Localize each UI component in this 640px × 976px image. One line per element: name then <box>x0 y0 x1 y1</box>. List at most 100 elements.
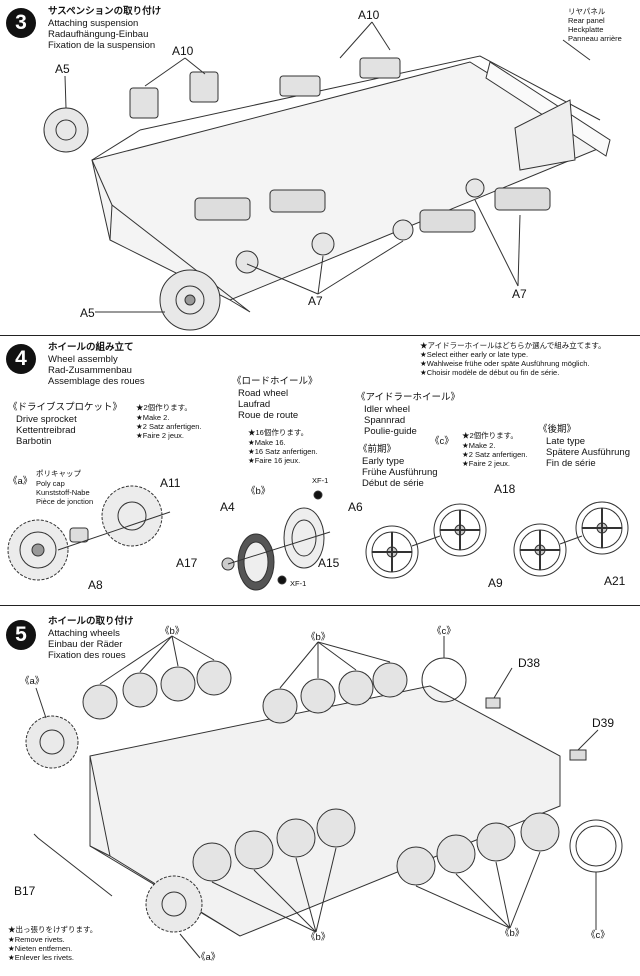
part-label-a5-bottom: A5 <box>80 306 95 320</box>
paint-label-xf1-top: XF-1 <box>312 476 329 485</box>
paint-label-xf1-bottom: XF-1 <box>290 579 307 588</box>
make-16-en: ★Make 16. <box>248 438 286 447</box>
step-5-panel: 5 ホイールの取り付け Attaching wheels Einbau der … <box>0 606 640 976</box>
step-title-jp: ホイールの組み立て <box>48 342 134 353</box>
make-16-jp: ★16個作ります。 <box>248 428 309 437</box>
step-title-fr: Fixation des roues <box>48 650 126 661</box>
make-2-en: ★Make 2. <box>136 413 170 422</box>
step-title-de: Radaufhängung-Einbau <box>48 29 149 40</box>
make-2-jp: ★2個作ります。 <box>136 403 192 412</box>
marker-b-bottom-right: 《b》 <box>500 928 525 939</box>
step-title-jp: ホイールの取り付け <box>48 616 134 627</box>
part-label-a6: A6 <box>348 500 363 514</box>
rear-panel-fr: Panneau arrière <box>568 34 622 43</box>
part-label-a10-left: A10 <box>172 44 194 58</box>
make-2-de: ★2 Satz anfertigen. <box>136 422 202 431</box>
late-type-jp: 《後期》 <box>538 424 577 435</box>
part-label-d38: D38 <box>518 656 541 670</box>
part-label-a21: A21 <box>604 574 626 588</box>
remove-rivets-de: ★Nieten entfernen. <box>8 944 73 953</box>
marker-b-top-mid: 《b》 <box>306 632 331 643</box>
step-title-fr: Fixation de la suspension <box>48 40 156 51</box>
part-label-a7-right: A7 <box>512 287 527 301</box>
poly-cap-fr: Pièce de jonction <box>36 497 94 506</box>
step-4-panel: 4 ホイールの組み立て Wheel assembly Rad-Zusammenb… <box>0 336 640 606</box>
early-type-jp: 《前期》 <box>358 444 397 455</box>
idler-wheel-fr: Poulie-guide <box>364 426 417 437</box>
road-wheel-de: Laufrad <box>238 399 271 410</box>
poly-cap-de: Kunststoff-Nabe <box>36 488 90 497</box>
drive-sprocket-en: Drive sprocket <box>16 414 77 425</box>
part-label-b17: B17 <box>14 884 36 898</box>
idler-wheel-en: Idler wheel <box>364 404 410 415</box>
step-title-de: Einbau der Räder <box>48 639 123 650</box>
marker-a-bottom: 《a》 <box>196 952 221 963</box>
idler-note-de: ★Wahlweise frühe oder späte Ausführung m… <box>420 359 590 368</box>
late-type-de: Spätere Ausführung <box>546 447 630 458</box>
poly-cap-en: Poly cap <box>36 479 65 488</box>
step-number-badge: 3 <box>6 8 36 38</box>
part-label-a8: A8 <box>88 578 103 592</box>
make-16-fr: ★Faire 16 jeux. <box>248 456 301 465</box>
step-title-en: Wheel assembly <box>48 354 118 365</box>
part-label-a17: A17 <box>176 556 198 570</box>
poly-cap-jp: ポリキャップ <box>36 469 81 478</box>
late-type-en: Late type <box>546 436 586 447</box>
drive-sprocket-de: Kettentreibrad <box>16 425 76 436</box>
step-title-de: Rad-Zusammenbau <box>48 365 132 376</box>
marker-c-bottom: 《c》 <box>586 930 610 941</box>
marker-a: 《a》 <box>8 476 33 487</box>
make-2-c-en: ★Make 2. <box>462 441 496 450</box>
part-label-a11: A11 <box>160 476 181 490</box>
early-type-fr: Début de série <box>362 478 424 489</box>
part-label-a15: A15 <box>318 556 340 570</box>
wheel-fitting-drawing <box>25 635 623 959</box>
road-wheel-fr: Roue de route <box>238 410 299 421</box>
road-wheel-jp: 《ロードホイール》 <box>232 376 318 387</box>
idler-note-en: ★Select either early or late type. <box>420 350 529 359</box>
step-title-en: Attaching wheels <box>48 628 120 639</box>
step-title-fr: Assemblage des roues <box>48 376 145 387</box>
part-label-a5: A5 <box>55 62 70 76</box>
idler-wheel-de: Spannrad <box>364 415 406 426</box>
step-number-badge: 4 <box>6 344 36 374</box>
idler-note-jp: ★アイドラーホイールはどちらか選んで組み立てます。 <box>420 341 606 350</box>
marker-c-top: 《c》 <box>432 626 456 637</box>
suspension-hull-drawing <box>43 21 611 331</box>
make-2-c-fr: ★Faire 2 jeux. <box>462 459 510 468</box>
part-label-a4: A4 <box>220 500 235 514</box>
step-3-panel: 3 サスペンションの取り付け Attaching suspension Rada… <box>0 0 640 336</box>
make-2-c-de: ★2 Satz anfertigen. <box>462 450 528 459</box>
part-label-d39: D39 <box>592 716 615 730</box>
part-label-a9: A9 <box>488 576 503 590</box>
step-title-en: Attaching suspension <box>48 18 139 29</box>
marker-b-bottom-mid: 《b》 <box>306 932 331 943</box>
marker-b-top-left: 《b》 <box>160 626 185 637</box>
rear-panel-de: Heckplatte <box>568 25 604 34</box>
rear-panel-en: Rear panel <box>568 16 605 25</box>
step-number-badge: 5 <box>6 620 36 650</box>
remove-rivets-en: ★Remove rivets. <box>8 935 65 944</box>
remove-rivets-fr: ★Enlever les rivets. <box>8 953 74 962</box>
late-type-fr: Fin de série <box>546 458 596 469</box>
make-16-de: ★16 Satz anfertigen. <box>248 447 318 456</box>
drive-sprocket-fr: Barbotin <box>16 436 52 447</box>
rear-panel-jp: リヤパネル <box>568 7 606 16</box>
drive-sprocket-jp: 《ドライブスプロケット》 <box>8 402 123 413</box>
marker-c: 《c》 <box>430 436 454 447</box>
step-title-jp: サスペンションの取り付け <box>48 6 162 17</box>
road-wheel-en: Road wheel <box>238 388 289 399</box>
idler-note-fr: ★Choisir modèle de début ou fin de série… <box>420 368 560 377</box>
part-label-a10-top: A10 <box>358 8 380 22</box>
wheel-assembly-drawing <box>7 485 629 591</box>
part-label-a18: A18 <box>494 482 516 496</box>
marker-a-left: 《a》 <box>20 676 45 687</box>
make-2-fr: ★Faire 2 jeux. <box>136 431 184 440</box>
early-type-de: Frühe Ausführung <box>362 467 438 478</box>
early-type-en: Early type <box>362 456 405 467</box>
part-label-a7-mid: A7 <box>308 294 323 308</box>
marker-b: 《b》 <box>246 486 271 497</box>
make-2-c-jp: ★2個作ります。 <box>462 431 518 440</box>
remove-rivets-jp: ★出っ張りをけずります。 <box>8 925 98 934</box>
idler-wheel-jp: 《アイドラーホイール》 <box>356 392 461 403</box>
